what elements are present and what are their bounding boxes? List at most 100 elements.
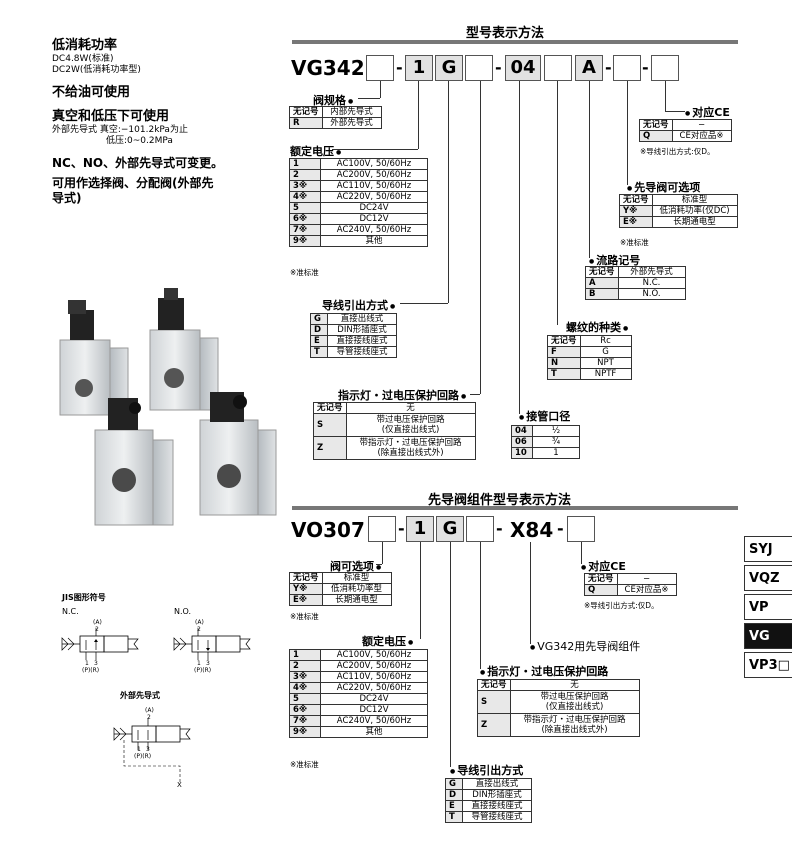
tab-vqz[interactable]: VQZ <box>744 565 792 591</box>
port-label: 2 <box>197 626 201 633</box>
table-cell: E <box>445 800 463 812</box>
table-cell: 外部先导式 <box>321 117 382 129</box>
table-cell: AC240V, 50/60Hz <box>320 715 428 727</box>
leader-line <box>665 81 666 111</box>
table-cell: Z <box>313 436 347 460</box>
table-cell: A <box>585 277 619 289</box>
table-cell: 5 <box>289 693 321 705</box>
table-cell: AC110V, 50/60Hz <box>320 671 428 683</box>
table-cell: Y※ <box>289 583 323 595</box>
table-cell: NPTF <box>579 368 632 380</box>
field-label: 螺纹的种类 <box>566 319 628 335</box>
table-row: 7※AC240V, 50/60Hz <box>289 224 428 236</box>
port-label: 3 <box>206 660 210 667</box>
code-slot: 1 <box>405 55 433 81</box>
table-cell: 10 <box>511 447 533 459</box>
table-row: 7※AC240V, 50/60Hz <box>289 715 428 727</box>
feature-sub: DC2W(低消耗功率型) <box>52 65 141 75</box>
table-cell: 无记号 <box>313 402 347 414</box>
leader-line <box>519 81 520 414</box>
code-slot: 1 <box>406 516 434 542</box>
table-cell: 1 <box>532 447 580 459</box>
table-cell: 4※ <box>289 682 321 694</box>
title-rule <box>292 40 738 44</box>
code-slot: G <box>435 55 463 81</box>
table-cell: 无记号 <box>477 679 511 691</box>
code-slot <box>366 55 394 81</box>
table-cell: 长期通电型 <box>321 594 392 606</box>
code-slot <box>544 55 572 81</box>
port-label: 2 <box>147 714 151 721</box>
feature-title: 导式) <box>52 191 82 205</box>
table-cell: T <box>445 811 463 823</box>
port-label: 1 <box>197 660 201 667</box>
table-cell: 无 <box>345 402 476 414</box>
table-cell: 无记号 <box>639 119 673 131</box>
table-cell: 1 <box>289 649 321 661</box>
valve-illustration <box>59 300 129 416</box>
tab-vp3[interactable]: VP3□ <box>744 652 792 678</box>
table-cell: 无记号 <box>547 335 581 347</box>
code-slot: A <box>575 55 603 81</box>
leader-line <box>448 81 449 303</box>
table-cell: 带指示灯・过电压保护回路 <box>523 715 626 725</box>
table-cell: 低消耗功率型 <box>321 583 392 595</box>
table-cell: CE对应品※ <box>616 584 677 596</box>
leader-line <box>530 542 531 644</box>
field-label: 指示灯・过电压保护回路 <box>480 663 610 679</box>
table-cell: AC100V, 50/60Hz <box>320 158 428 170</box>
valve-illustration <box>149 288 219 411</box>
leader-line <box>627 81 628 185</box>
leader-line <box>557 81 558 325</box>
table-cell: N.C. <box>617 277 686 289</box>
table-cell: 9※ <box>289 235 321 247</box>
table-cell: 低消耗功率(仅DC) <box>651 205 738 217</box>
feature-sub: 低压:0~0.2MPa <box>106 136 173 146</box>
table-note: ※导线引出方式:仅D。 <box>584 601 659 610</box>
table-cell: 无 <box>509 679 640 691</box>
table-cell: 3※ <box>289 180 321 192</box>
leader-line <box>332 149 418 150</box>
tab-vp[interactable]: VP <box>744 594 792 620</box>
table-cell: DC24V <box>320 693 428 705</box>
table-cell: G <box>579 346 632 358</box>
feature-title: 低消耗功率 <box>52 38 118 53</box>
code-slot: 04 <box>505 55 541 81</box>
table-cell: 7※ <box>289 715 321 727</box>
table-cell: R <box>289 117 323 129</box>
table-cell: 带指示灯・过电压保护回路 <box>359 438 462 448</box>
table-cell: 直接接线座式 <box>462 800 532 812</box>
field-label: 导线引出方式 <box>450 762 525 778</box>
field-label: 对应CE <box>685 104 732 120</box>
dash: - <box>495 58 502 77</box>
table-cell: S <box>477 690 511 714</box>
table-row: Y※低消耗功率型 <box>289 583 392 595</box>
table-cell: 直接出线式 <box>462 778 532 790</box>
tab-vg[interactable]: VG <box>744 623 792 649</box>
table-cell: ¾ <box>532 436 580 448</box>
tab-syj[interactable]: SYJ <box>744 536 792 562</box>
table-cell: 7※ <box>289 224 321 236</box>
port-label: (P)(R) <box>82 667 100 674</box>
leader-line <box>470 394 480 395</box>
table-cell: 4※ <box>289 191 321 203</box>
table-row: 4※AC220V, 50/60Hz <box>289 682 428 694</box>
table-cell: 1 <box>289 158 321 170</box>
dash: - <box>496 519 503 538</box>
jis-symbol-ext <box>113 718 191 782</box>
table-cell: N.O. <box>617 288 686 300</box>
table-cell: 内部先导式 <box>321 106 382 118</box>
table-cell: 导管接线座式 <box>462 811 532 823</box>
